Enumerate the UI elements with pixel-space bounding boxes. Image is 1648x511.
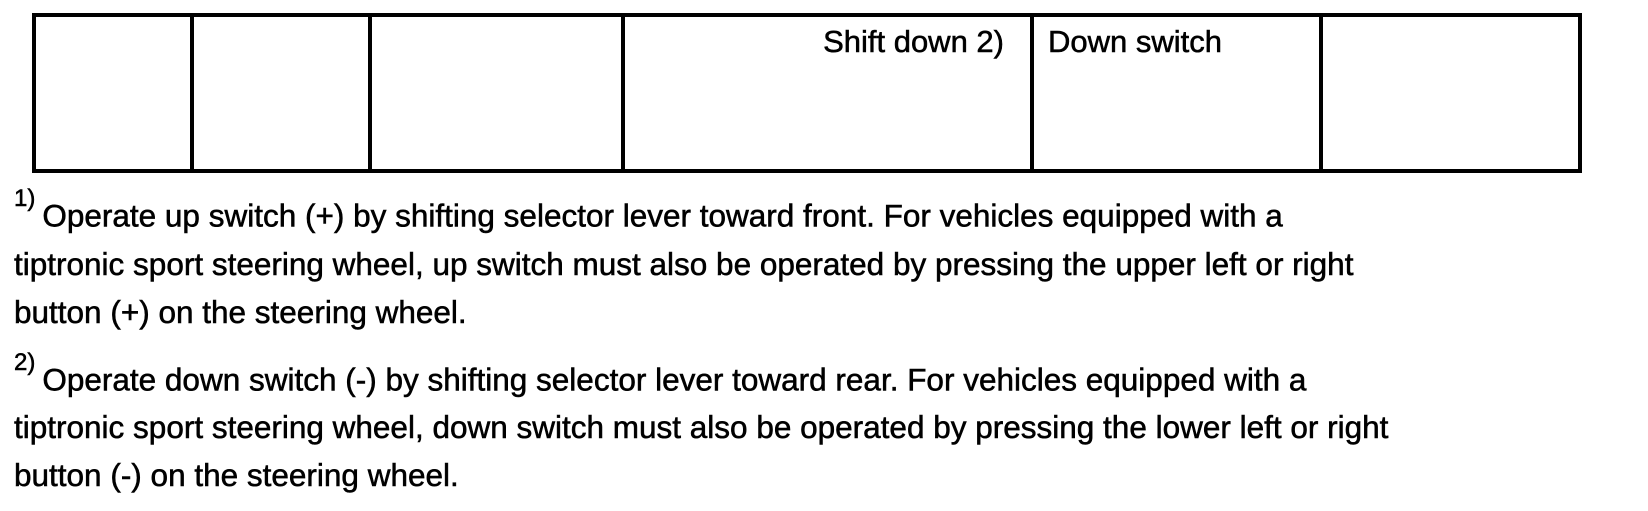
footnote-2-marker: 2) [14, 348, 36, 376]
table-cell-empty-3 [368, 13, 625, 173]
table-cell-down-switch: Down switch [1030, 13, 1323, 173]
table-cell-empty-2 [190, 13, 372, 173]
footnote-2: 2)Operate down switch (-) by shifting se… [14, 348, 1644, 500]
footnote-2-text: Operate down switch (-) by shifting sele… [14, 361, 1389, 494]
table-cell-empty-1 [32, 13, 194, 173]
footnote-1: 1)Operate up switch (+) by shifting sele… [14, 184, 1644, 336]
shift-switch-table: Shift down 2) Down switch [32, 13, 1582, 173]
document-page: { "page": { "background": "#ffffff", "te… [13, 13, 1582, 494]
footnote-1-marker: 1) [14, 185, 36, 213]
table-row: Shift down 2) Down switch [32, 13, 1582, 173]
table-cell-shift-down: Shift down 2) [621, 13, 1034, 173]
footnotes-section: 1)Operate up switch (+) by shifting sele… [14, 184, 1644, 511]
footnote-1-text: Operate up switch (+) by shifting select… [14, 197, 1354, 330]
table-cell-empty-4 [1319, 13, 1582, 173]
